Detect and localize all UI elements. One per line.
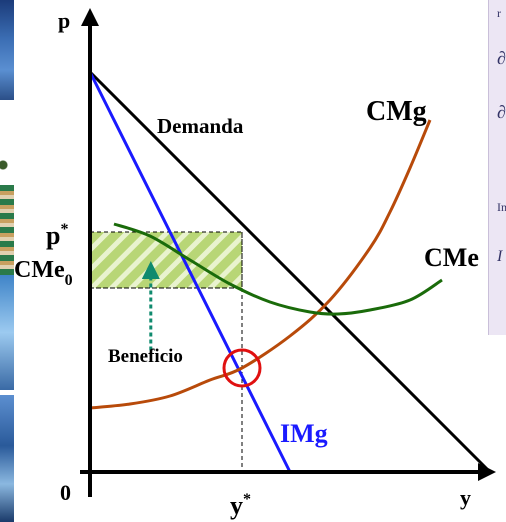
- profit-area: [89, 231, 243, 289]
- profit-label: Beneficio: [108, 346, 183, 367]
- thumbnail-image: [0, 0, 14, 100]
- panel-text: In: [497, 200, 506, 214]
- cmg-label: CMg: [366, 96, 427, 127]
- cme0-subscript: 0: [65, 272, 73, 289]
- y-star-label: y*: [230, 491, 251, 520]
- y-star-text: y: [230, 491, 243, 520]
- cme0-label: CMe0: [14, 257, 73, 289]
- series-average-cost-curve: [113, 222, 443, 316]
- thumbnail-image: [0, 150, 14, 180]
- panel-text: ∂: [497, 102, 506, 122]
- panel-text: I: [497, 248, 503, 265]
- cme-label: CMe: [424, 243, 479, 272]
- thumbnail-image: [0, 275, 14, 390]
- thumbnail-image: [0, 395, 14, 522]
- p-star-label: p*: [46, 221, 68, 250]
- thumbnail-image: [0, 185, 14, 275]
- panel-text: r: [497, 6, 501, 20]
- img-label: IMg: [280, 419, 328, 448]
- y-star-superscript: *: [243, 491, 251, 508]
- p-star-superscript: *: [60, 221, 68, 238]
- series-marginal-revenue-line: [88, 71, 292, 473]
- series-demand-line: [88, 70, 492, 474]
- y-axis-label: p: [58, 8, 70, 33]
- y-axis-arrow-icon: [81, 8, 99, 26]
- panel-text: ∂: [497, 48, 506, 68]
- demand-label: Demanda: [157, 114, 244, 138]
- p-star-text: p: [46, 221, 60, 250]
- side-formula-panel: r ∂ ∂ In I: [488, 0, 506, 335]
- x-axis-arrow-icon: [478, 463, 496, 481]
- x-axis-label: y: [460, 485, 471, 510]
- series-marginal-cost-curve: [89, 119, 432, 410]
- intersection-marker: [222, 348, 262, 388]
- origin-label: 0: [60, 480, 71, 505]
- cme0-text: CMe: [14, 257, 65, 283]
- left-image-strip: [0, 0, 14, 522]
